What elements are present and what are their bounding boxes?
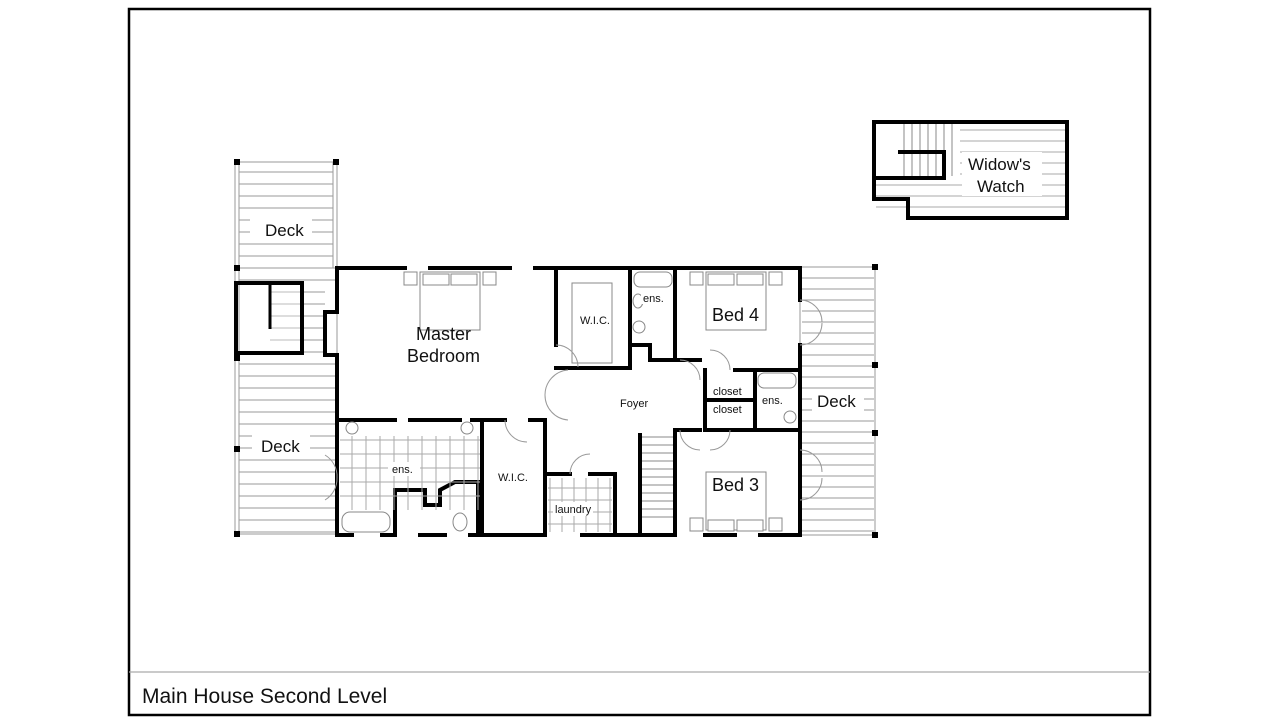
closet-lower-label: closet: [713, 404, 742, 416]
door-swings: [324, 299, 823, 501]
laundry-label: laundry: [555, 504, 592, 516]
plan-caption: Main House Second Level: [142, 685, 387, 708]
deck-lower-left-label: Deck: [261, 437, 300, 456]
house-walls: [323, 266, 802, 537]
foyer-label: Foyer: [620, 398, 648, 410]
sheet-border: [127, 7, 1152, 717]
deck-upper-left-label: Deck: [265, 221, 304, 240]
left-deck: [234, 159, 339, 537]
master-bedroom-label-line1: Master: [416, 324, 471, 344]
master-wic-label: W.I.C.: [580, 315, 610, 327]
deck-right-label: Deck: [817, 392, 856, 411]
fixtures: [340, 271, 797, 533]
master-bedroom-label-line2: Bedroom: [407, 346, 480, 366]
master-ensuite-label: ens.: [392, 464, 413, 476]
bed4-ensuite-label: ens.: [643, 293, 664, 305]
widows-watch-label-line1: Widow's: [968, 155, 1031, 174]
closet-upper-label: closet: [713, 386, 742, 398]
bed4-label: Bed 4: [712, 305, 759, 325]
bed3-label: Bed 3: [712, 475, 759, 495]
bed3-ensuite-label: ens.: [762, 395, 783, 407]
widows-watch-label-line2: Watch: [977, 177, 1025, 196]
second-wic-label: W.I.C.: [498, 472, 528, 484]
